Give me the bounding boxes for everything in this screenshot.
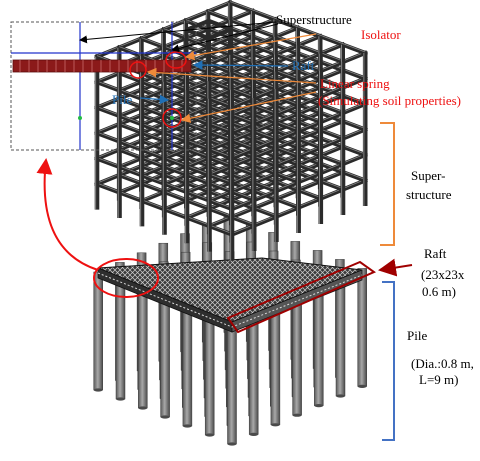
pile-tip (93, 388, 103, 392)
pile (227, 325, 237, 445)
label-raft-inset: Raft (292, 58, 315, 73)
pile-tip (292, 413, 302, 417)
raft-node-highlight (129, 61, 147, 79)
label-linear-spring-note: (Simulating soil properties) (318, 93, 461, 108)
pile (204, 316, 215, 436)
pile (292, 296, 302, 416)
label-linear-spring: Linear spring (320, 76, 390, 91)
label-raft-right: Raft (424, 246, 447, 261)
pile-tip (357, 384, 367, 388)
tower-beam (185, 27, 210, 41)
callout-arrows (36, 21, 413, 334)
inset-spring-dot (170, 116, 174, 120)
label-pile-dim-1: (Dia.:0.8 m, (411, 356, 474, 371)
pile (270, 306, 281, 426)
label-raft-dim-1: (23x23x (421, 267, 465, 282)
raft-slab (97, 257, 363, 333)
pile (160, 298, 170, 418)
label-isolator: Isolator (361, 27, 401, 42)
pile (314, 287, 324, 406)
pile-tip (227, 442, 237, 446)
label-pile-right: Pile (407, 328, 428, 343)
label-superstructure-top: Superstructure (276, 12, 352, 27)
pile (115, 280, 126, 400)
pile-tip (138, 406, 148, 410)
pile (335, 277, 346, 397)
inset-detail (10, 21, 197, 151)
pile-tip (160, 415, 170, 419)
label-pile-inset: Pile (112, 92, 133, 107)
pile (182, 307, 193, 427)
label-pile-dim-2: L=9 m) (419, 372, 459, 387)
pile-bracket (382, 281, 395, 441)
pile (357, 268, 367, 387)
pile-tip (182, 424, 192, 428)
tower-beam (207, 18, 232, 32)
inset-raft-segments (19, 60, 183, 72)
label-raft-dim-2: 0.6 m) (422, 284, 456, 299)
label-superstructure-right-2: structure (406, 187, 452, 202)
pile-tip (336, 394, 345, 398)
raft-edge-highlight (226, 260, 377, 334)
pile-tip (314, 404, 324, 408)
inset-spring-dot (78, 116, 82, 120)
pile-tip (116, 397, 125, 401)
pile-tip (270, 423, 280, 427)
pile (138, 289, 148, 409)
superstructure-bracket (380, 122, 395, 246)
tower-beam (208, 27, 232, 41)
beam-highlight (230, 1, 366, 53)
tower-beam (185, 18, 210, 32)
raft-corner-highlight (93, 258, 159, 298)
pile-tip (249, 432, 259, 436)
pile-tip (205, 433, 215, 437)
pile (248, 316, 259, 435)
label-superstructure-right-1: Super- (411, 168, 446, 183)
superstructure-frame (94, 0, 368, 260)
